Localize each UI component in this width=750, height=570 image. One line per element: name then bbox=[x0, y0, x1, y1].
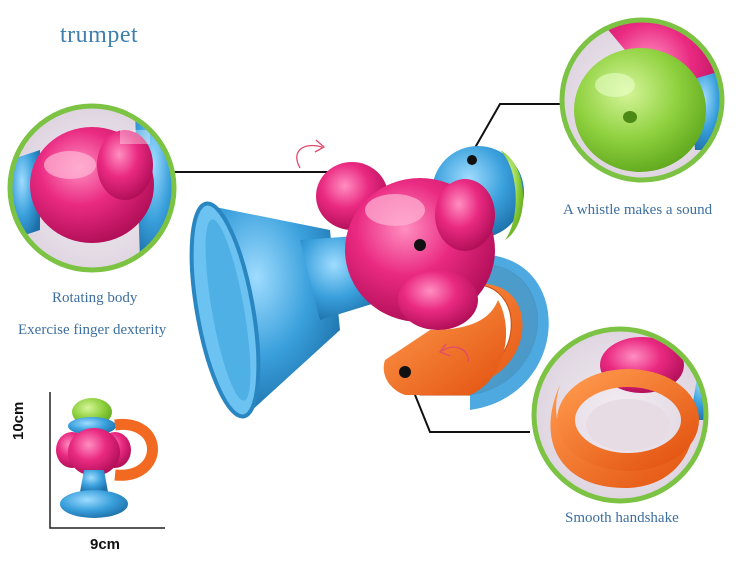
product-title: trumpet bbox=[60, 22, 139, 48]
size-reference-toy bbox=[49, 392, 165, 529]
detail-handshake bbox=[531, 326, 709, 504]
height-dimension-label: 10cm bbox=[10, 401, 27, 440]
caption-whistle: A whistle makes a sound bbox=[563, 202, 713, 218]
trumpet-toy bbox=[189, 146, 549, 419]
caption-finger-dexterity: Exercise finger dexterity bbox=[18, 322, 167, 338]
caption-handshake: Smooth handshake bbox=[565, 510, 679, 526]
rotate-arrow-icon bbox=[296, 139, 469, 363]
caption-rotating-body: Rotating body bbox=[52, 290, 138, 306]
width-dimension-label: 9cm bbox=[90, 536, 121, 553]
detail-whistle bbox=[559, 17, 725, 183]
detail-rotating-body bbox=[7, 103, 177, 273]
